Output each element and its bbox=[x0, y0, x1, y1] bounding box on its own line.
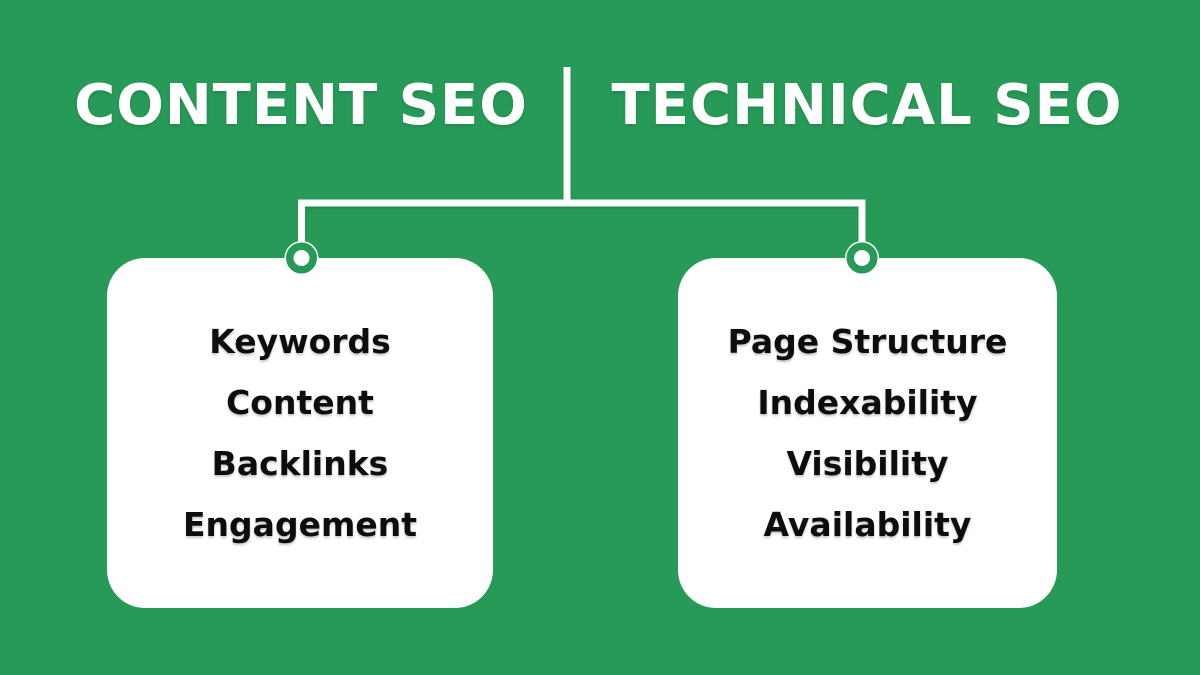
technical-seo-item: Visibility bbox=[786, 444, 949, 483]
content-seo-title: CONTENT SEO bbox=[74, 73, 528, 138]
technical-seo-item: Availability bbox=[763, 505, 972, 544]
branch-connector-line bbox=[298, 199, 866, 250]
content-seo-card: Keywords Content Backlinks Engagement bbox=[107, 258, 493, 608]
technical-seo-item: Page Structure bbox=[727, 322, 1008, 361]
content-seo-item: Content bbox=[226, 383, 374, 422]
content-seo-item: Engagement bbox=[183, 505, 417, 544]
content-seo-item: Backlinks bbox=[211, 444, 389, 483]
technical-seo-title: TECHNICAL SEO bbox=[611, 73, 1123, 138]
technical-seo-item: Indexability bbox=[757, 383, 978, 422]
technical-seo-card: Page Structure Indexability Visibility A… bbox=[678, 258, 1057, 608]
content-seo-item: Keywords bbox=[209, 322, 391, 361]
